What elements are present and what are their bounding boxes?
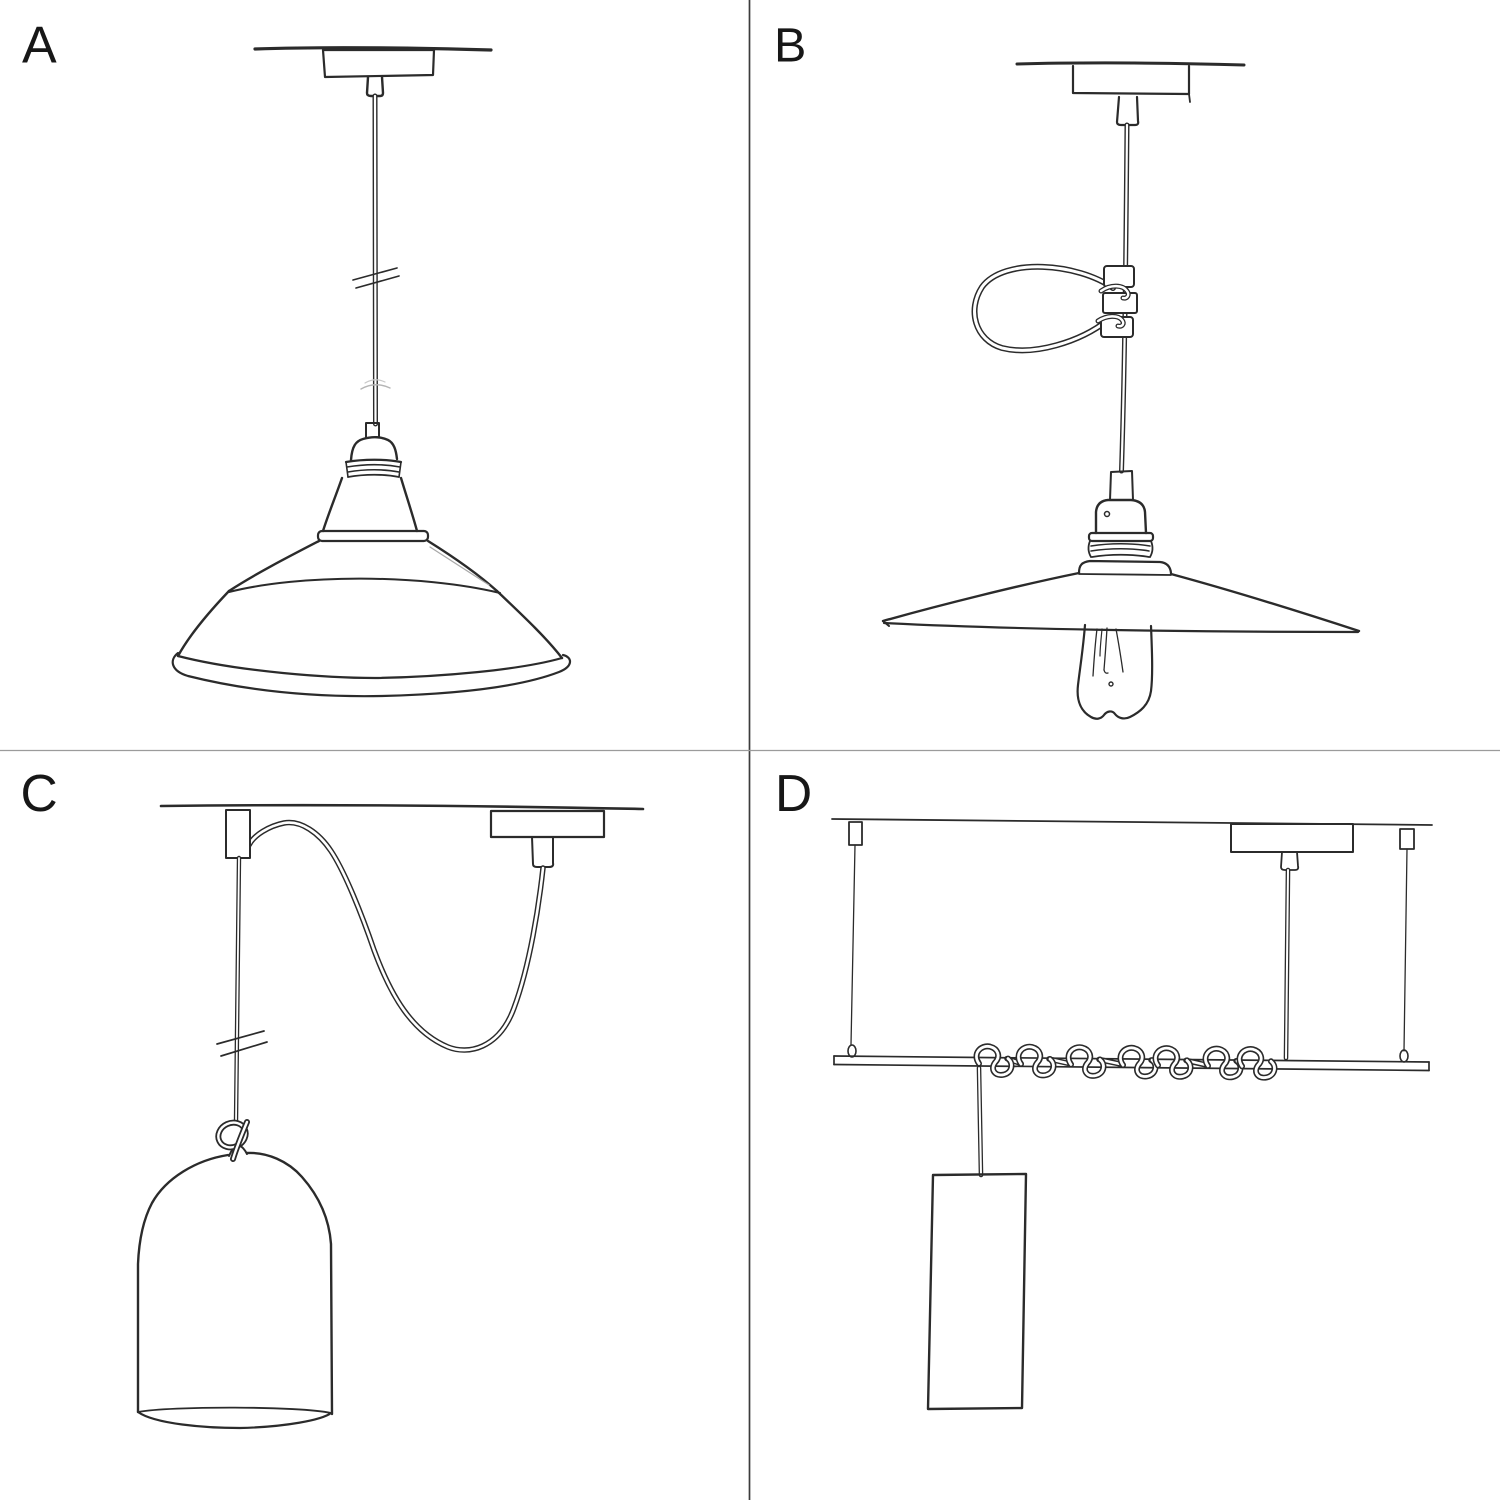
svg-text:B: B xyxy=(774,19,806,73)
svg-text:D: D xyxy=(775,764,812,822)
svg-text:C: C xyxy=(21,764,58,822)
svg-text:A: A xyxy=(22,17,57,75)
